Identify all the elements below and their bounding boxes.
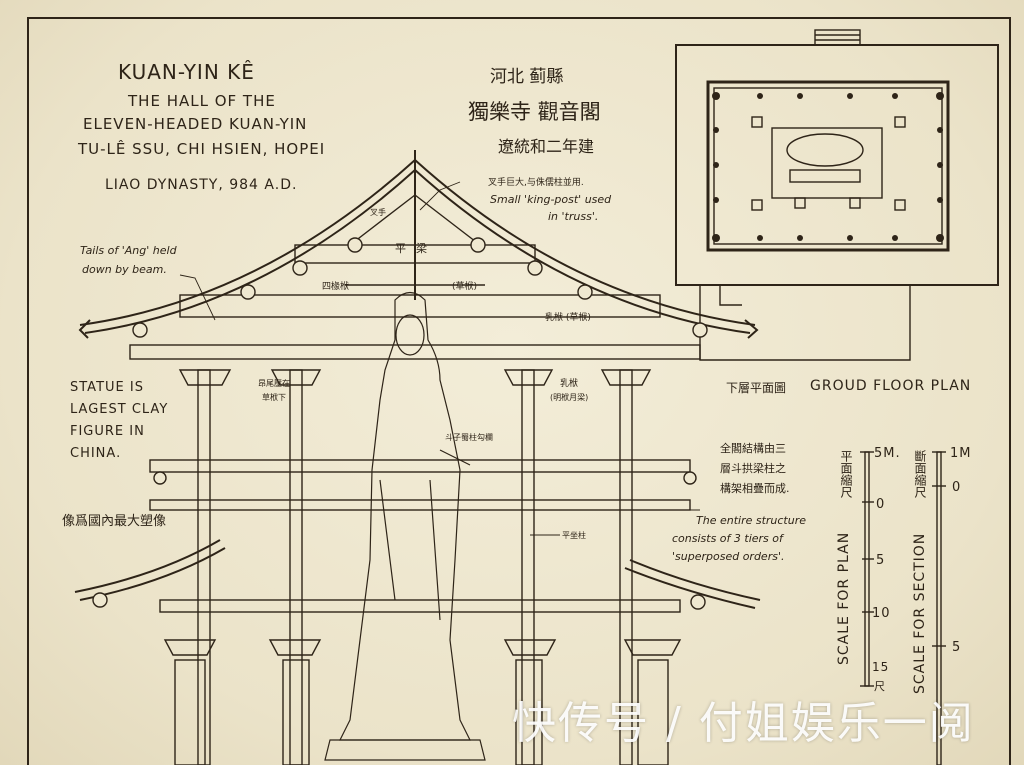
floor-plan-label-en: GROUD FLOOR PLAN — [810, 378, 972, 394]
scale-section-top: 1M — [950, 446, 972, 461]
label-ang-cn2: 草栿下 — [262, 393, 286, 402]
frame-border — [27, 17, 1011, 765]
statue-note-4: CHINA. — [70, 446, 122, 461]
scale-section-label-cn: 斷面縮尺 — [913, 450, 927, 498]
structure-cn-3: 構架相疊而成. — [720, 482, 790, 495]
note-ang-en2: down by beam. — [82, 263, 167, 276]
title-line2: THE HALL OF THE — [128, 92, 276, 110]
note-chashou: 叉手 — [370, 208, 386, 217]
cn-title-line3: 遼統和二年建 — [498, 137, 595, 156]
label-rufu-cao: 乳栿 (草栿) — [545, 313, 591, 323]
bracket-sets — [92, 237, 708, 656]
note-kingpost-en2: in 'truss'. — [548, 210, 599, 223]
scale-section-label: SCALE FOR SECTION — [912, 532, 928, 694]
label-goulan: 斗子蜀柱勾欄 — [445, 433, 493, 442]
floor-plan — [675, 29, 999, 361]
scale-plan-tick-15: 15 — [872, 660, 890, 674]
scale-section-tick-5: 5 — [952, 640, 962, 655]
watermark: 快传号 / 付姐娱乐一阅 — [512, 698, 975, 749]
scale-plan-tick-10: 10 — [872, 606, 891, 621]
scale-section-tick-0: 0 — [952, 480, 962, 495]
scale-bars — [860, 451, 946, 765]
scale-plan-tick-5: 5 — [876, 553, 886, 568]
structure-en-1: The entire structure — [696, 514, 807, 527]
scale-plan-label-cn: 平面縮尺 — [839, 450, 853, 498]
note-kingpost-cn: 叉手巨大,与侏儒柱並用. — [488, 178, 584, 188]
label-rufu-ming2: (明栿月梁) — [550, 393, 589, 402]
structure-en-3: 'superposed orders'. — [672, 550, 785, 563]
structure-cn-1: 全閣結構由三 — [720, 442, 786, 455]
title-main: KUAN-YIN KÊ — [118, 60, 255, 84]
scale-plan-label: SCALE FOR PLAN — [836, 531, 852, 665]
title-line4: TU-LÊ SSU, CHI HSIEN, HOPEI — [78, 140, 326, 158]
label-pingliang: 平梁 — [395, 242, 437, 255]
leader-lines — [179, 181, 700, 536]
title-line5: LIAO DYNASTY, 984 A.D. — [105, 177, 298, 193]
structure-en-2: consists of 3 tiers of — [672, 532, 783, 545]
label-rufu-ming1: 乳栿 — [560, 379, 579, 389]
title-line3: ELEVEN-HEADED KUAN-YIN — [83, 115, 308, 133]
scale-plan-tick-0: 0 — [876, 497, 886, 512]
statue-note-cn: 像爲國內最大塑像 — [62, 514, 167, 529]
label-pingzuo: 平坐柱 — [562, 531, 586, 540]
structure-cn-2: 層斗拱梁柱之 — [720, 462, 786, 475]
scale-plan-unit: 尺 — [874, 680, 885, 693]
statue-note-2: LAGEST CLAY — [70, 402, 169, 417]
statue-note-1: STATUE IS — [70, 380, 144, 395]
statue-note-3: FIGURE IN — [70, 424, 145, 439]
statue-kuan-yin — [324, 291, 486, 761]
cn-title-line1: 河北 蓟縣 — [490, 67, 564, 87]
scale-plan-top: 5M. — [874, 446, 901, 461]
note-kingpost-en1: Small 'king-post' used — [490, 193, 612, 206]
lower-roof — [74, 539, 761, 609]
cn-title-line2: 獨樂寺 觀音閣 — [468, 100, 601, 124]
note-ang-en1: Tails of 'Ang' held — [80, 244, 177, 257]
label-caofu: (草栿) — [452, 282, 478, 292]
upper-roof — [78, 150, 759, 339]
floor-plan-label-cn: 下層平面圖 — [726, 381, 787, 395]
label-sichuanfu: 四椽栿 — [322, 282, 350, 292]
beams — [129, 194, 701, 613]
label-ang-cn1: 昂尾壓在 — [258, 379, 290, 388]
